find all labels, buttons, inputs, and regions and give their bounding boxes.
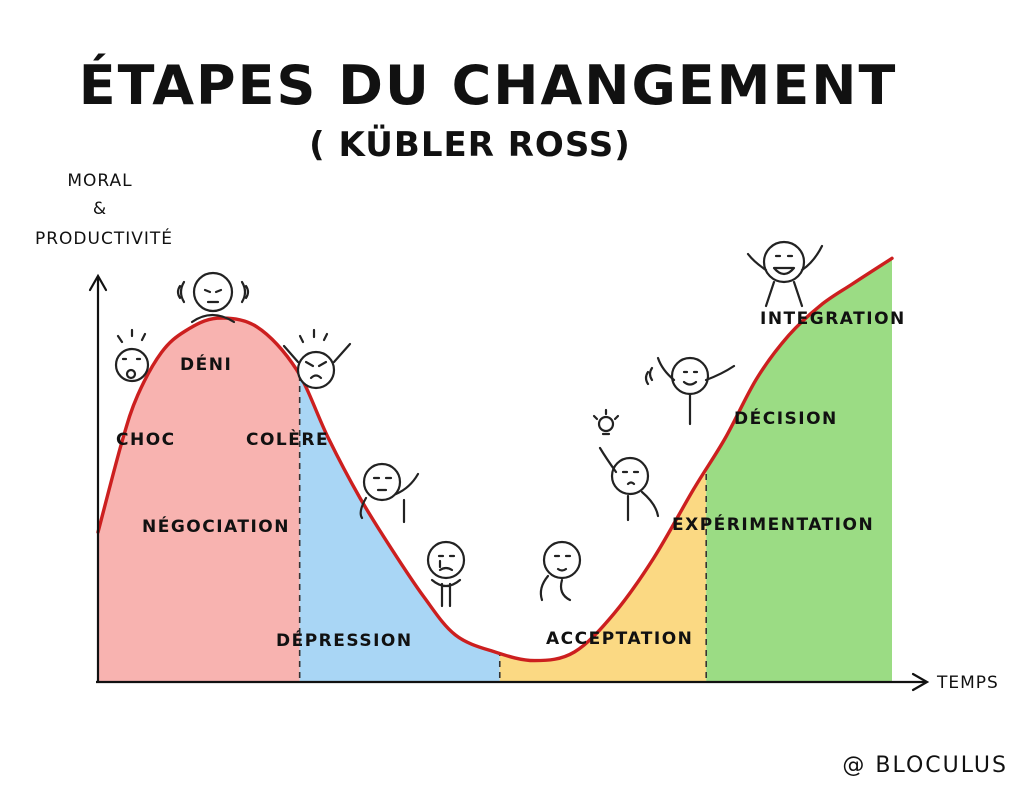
denial-face-icon (176, 271, 250, 324)
angry-face-icon (282, 328, 352, 390)
chart-subtitle: ( KÜBLER ROSS) (309, 124, 631, 165)
y-axis-arrow (88, 273, 108, 292)
bargaining-face-icon (359, 462, 420, 524)
happy-face-icon (746, 240, 824, 308)
curve-layer (96, 256, 894, 663)
phase-band-2 (299, 258, 500, 682)
stage-label-integration: INTEGRATION (760, 309, 906, 329)
stage-label-negociation: NÉGOCIATION (142, 515, 290, 537)
axes (88, 273, 930, 692)
y-axis-label-line-1: MORAL (67, 171, 132, 191)
thinking-face-icon (539, 540, 582, 602)
stage-label-experimentation: EXPÉRIMENTATION (672, 513, 874, 535)
x-axis-label: TEMPS (936, 673, 999, 693)
stage-label-acceptation: ACCEPTATION (546, 629, 693, 649)
author-credit: @ BLOCULUS (842, 753, 1008, 778)
stage-label-depression: DÉPRESSION (276, 629, 413, 651)
cheerful-face-icon (644, 356, 736, 426)
stage-label-decision: DÉCISION (734, 407, 838, 429)
sad-face-icon (426, 540, 466, 608)
chart-title: ÉTAPES DU CHANGEMENT (79, 54, 898, 117)
phase-band-3 (499, 258, 707, 682)
idea-face-icon (592, 408, 660, 522)
stage-label-deni: DÉNI (180, 353, 232, 375)
x-axis-arrow (911, 672, 930, 692)
stage-label-choc: CHOC (116, 430, 176, 450)
stage-label-colere: COLÈRE (246, 428, 329, 450)
change-curve-line (96, 256, 894, 663)
shocked-face-icon (114, 328, 150, 383)
y-axis-label-line-3: PRODUCTIVITÉ (35, 227, 173, 249)
phase-band-4 (706, 258, 892, 682)
y-axis-label-line-2: & (93, 199, 107, 219)
